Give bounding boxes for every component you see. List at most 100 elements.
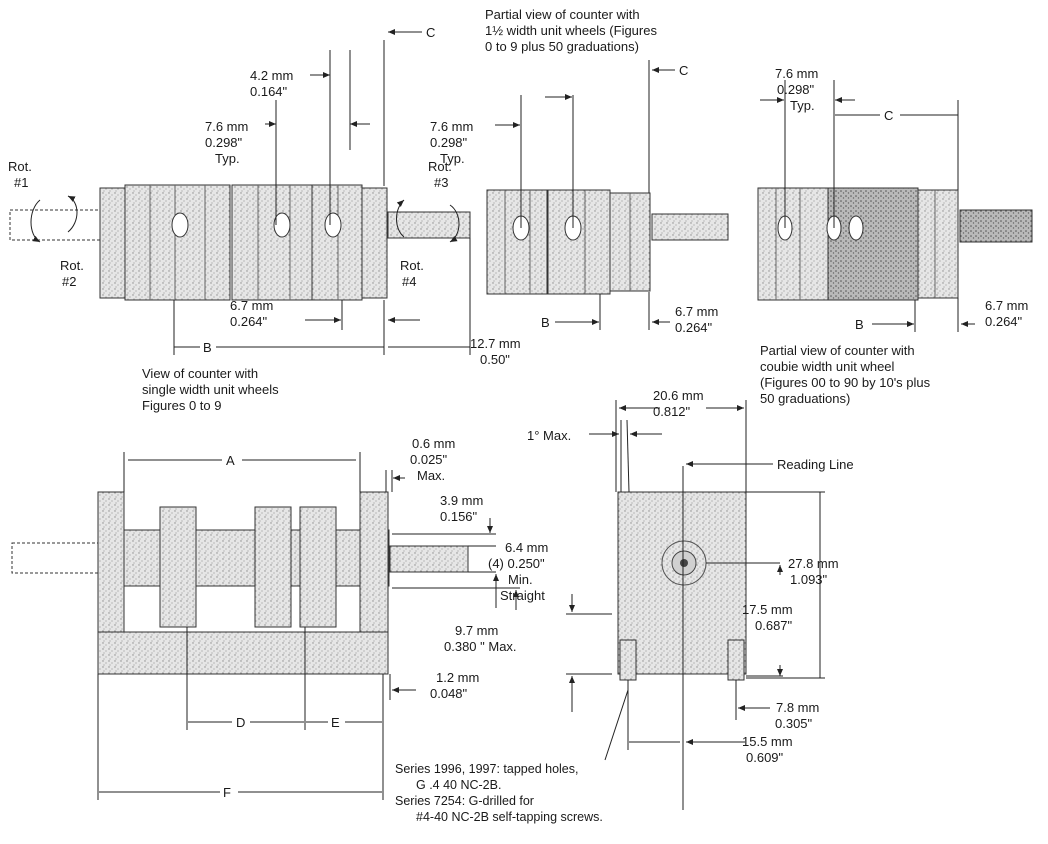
svg-text:1½ width unit wheels (Figures: 1½ width unit wheels (Figures (485, 23, 657, 38)
shaft-right (387, 211, 471, 239)
svg-text:0.812": 0.812" (653, 404, 691, 419)
svg-text:0 to 9 plus 50 graduations): 0 to 9 plus 50 graduations) (485, 39, 639, 54)
svg-text:Rot.: Rot. (428, 159, 452, 174)
base-frame (97, 631, 389, 675)
shaft (959, 209, 1033, 243)
label-c: C (884, 108, 893, 123)
label-a: A (226, 453, 235, 468)
svg-text:Typ.: Typ. (215, 151, 240, 166)
svg-text:0.305": 0.305" (775, 716, 813, 731)
rotation-4-icon (396, 199, 405, 238)
svg-text:#4: #4 (402, 274, 416, 289)
svg-text:3.9 mm: 3.9 mm (440, 493, 483, 508)
svg-text:Max.: Max. (417, 468, 445, 483)
svg-text:15.5 mm: 15.5 mm (742, 734, 793, 749)
svg-text:20.6 mm: 20.6 mm (653, 388, 704, 403)
svg-text:12.7 mm: 12.7 mm (470, 336, 521, 351)
svg-text:Partial view of counter with: Partial view of counter with (760, 343, 915, 358)
label-f: F (223, 785, 231, 800)
mount-foot-left (619, 639, 637, 681)
svg-text:#3: #3 (434, 175, 448, 190)
end-plate-right (361, 187, 388, 299)
svg-text:0.025": 0.025" (410, 452, 448, 467)
svg-text:0.298": 0.298" (777, 82, 815, 97)
wheel-1 (124, 184, 231, 301)
wheel-c (299, 506, 337, 628)
figure-window (324, 212, 342, 238)
svg-text:Straight: Straight (500, 588, 545, 603)
angle-max-label: 1° Max. (527, 428, 571, 443)
svg-text:(Figures 00 to 90 by 10's plus: (Figures 00 to 90 by 10's plus (760, 375, 931, 390)
svg-text:0.687": 0.687" (755, 618, 793, 633)
svg-text:0.156": 0.156" (440, 509, 478, 524)
svg-text:Rot.: Rot. (60, 258, 84, 273)
svg-text:0.298": 0.298" (430, 135, 468, 150)
label-c: C (679, 63, 688, 78)
figure-window (848, 215, 864, 241)
rotation-2-icon (67, 195, 78, 233)
svg-text:0.164": 0.164" (250, 84, 288, 99)
svg-text:6.4 mm: 6.4 mm (505, 540, 548, 555)
svg-text:0.264": 0.264" (230, 314, 268, 329)
figure-window (171, 212, 189, 238)
svg-text:0.048": 0.048" (430, 686, 468, 701)
end-plate-left (99, 187, 126, 299)
wheel-3 (311, 184, 363, 301)
svg-text:1.2 mm: 1.2 mm (436, 670, 479, 685)
svg-text:#2: #2 (62, 274, 76, 289)
svg-text:Rot.: Rot. (400, 258, 424, 273)
svg-text:6.7 mm: 6.7 mm (675, 304, 718, 319)
svg-text:Figures 0 to 9: Figures 0 to 9 (142, 398, 222, 413)
wheel-double-2 (827, 187, 919, 301)
wheel-double-1 (757, 187, 829, 301)
label-c: C (426, 25, 435, 40)
svg-text:Min.: Min. (508, 572, 533, 587)
svg-text:7.6 mm: 7.6 mm (205, 119, 248, 134)
label-e: E (331, 715, 340, 730)
wheel-a (159, 506, 197, 628)
wheel-b (254, 506, 292, 628)
svg-text:0.50": 0.50" (480, 352, 510, 367)
svg-text:7.6 mm: 7.6 mm (430, 119, 473, 134)
figure-window (273, 212, 291, 238)
svg-text:Typ.: Typ. (790, 98, 815, 113)
wheel-half-2 (547, 189, 611, 295)
svg-text:7.6 mm: 7.6 mm (775, 66, 818, 81)
view-front-section: A 0.6 mm 0.025" Max. 3.9 mm 0.156" 6.4 m… (11, 436, 548, 800)
rotation-3-icon (449, 204, 460, 243)
side-body (617, 491, 747, 675)
svg-text:0.380 " Max.: 0.380 " Max. (444, 639, 517, 654)
svg-text:0.298": 0.298" (205, 135, 243, 150)
svg-text:9.7 mm: 9.7 mm (455, 623, 498, 638)
view-one-half-width: Partial view of counter with 1½ width un… (430, 7, 729, 335)
svg-text:G .4 40 NC-2B.: G .4 40 NC-2B. (416, 778, 501, 792)
svg-text:Typ.: Typ. (440, 151, 465, 166)
svg-text:0.609": 0.609" (746, 750, 784, 765)
svg-text:17.5 mm: 17.5 mm (742, 602, 793, 617)
shaft (651, 213, 729, 241)
svg-text:50 graduations): 50 graduations) (760, 391, 850, 406)
wheel-half-1 (486, 189, 548, 295)
end-plate (917, 189, 959, 299)
label-b: B (203, 340, 212, 355)
reading-line-label: Reading Line (777, 457, 854, 472)
svg-text:Rot.: Rot. (8, 159, 32, 174)
view-double-width: 7.6 mm 0.298" Typ. C B 6.7 mm 0.264" Par… (757, 66, 1033, 406)
svg-text:7.8 mm: 7.8 mm (776, 700, 819, 715)
svg-text:4.2 mm: 4.2 mm (250, 68, 293, 83)
shaft-right (389, 545, 469, 573)
svg-text:Partial view of counter with: Partial view of counter with (485, 7, 640, 22)
view-single-width: 7.6 mm 0.298" Typ. 4.2 mm 0.164" C Rot. … (8, 25, 521, 413)
svg-text:View of counter with: View of counter with (142, 366, 258, 381)
svg-text:#4-40 NC-2B self-tapping screw: #4-40 NC-2B self-tapping screws. (416, 810, 603, 824)
svg-text:Series 7254: G-drilled for: Series 7254: G-drilled for (395, 794, 534, 808)
svg-text:1.093": 1.093" (790, 572, 828, 587)
shaft-left-dashed (11, 542, 101, 574)
svg-text:single width unit wheels: single width unit wheels (142, 382, 279, 397)
svg-text:0.264": 0.264" (675, 320, 713, 335)
label-b: B (855, 317, 864, 332)
svg-text:0.6 mm: 0.6 mm (412, 436, 455, 451)
rotation-1-icon (30, 199, 41, 243)
label-d: D (236, 715, 245, 730)
